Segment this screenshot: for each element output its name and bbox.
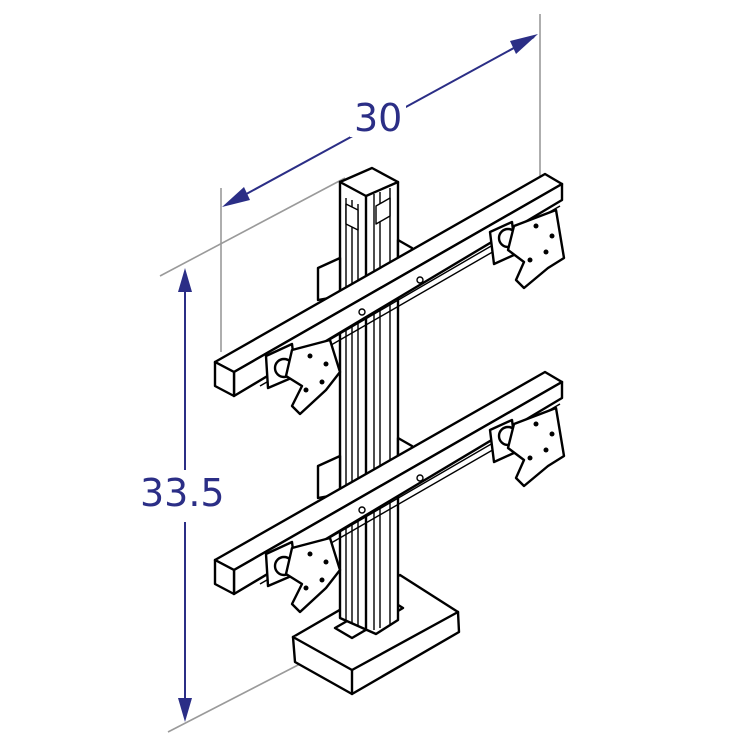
vesa-mount-upper-right <box>488 208 566 290</box>
height-dimension <box>178 268 192 722</box>
arrowhead-down-icon <box>178 698 192 722</box>
height-dimension-label: 33.5 <box>136 474 229 512</box>
vesa-mount-lower-right <box>488 406 566 488</box>
extension-lines <box>159 14 541 733</box>
vesa-mount-lower-left <box>264 536 342 614</box>
arrowhead-left-icon <box>222 187 250 207</box>
arrowhead-up-icon <box>178 268 192 292</box>
width-dimension <box>222 34 538 207</box>
arrowhead-right-icon <box>510 34 538 54</box>
vesa-mount-upper-left <box>264 338 342 416</box>
vertical-post <box>338 166 400 636</box>
width-dimension-label: 30 <box>350 99 407 137</box>
